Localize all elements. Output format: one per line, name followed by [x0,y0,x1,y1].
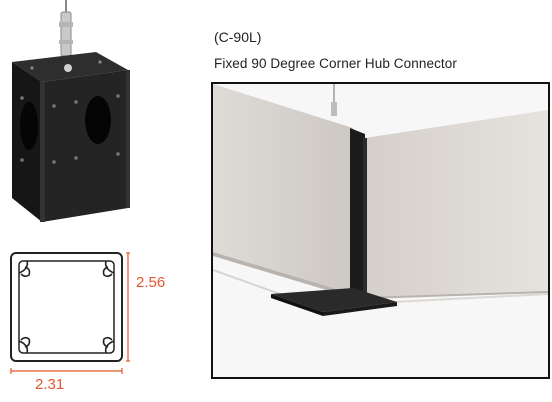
extrusion-profile-drawing [10,252,130,374]
corner-scene [213,84,548,377]
width-dimension-label: 2.31 [35,376,65,393]
corner-installation-render [211,82,550,379]
hub-connector-photo [12,0,130,222]
model-code: (C-90L) [214,29,262,45]
height-dimension-label: 2.56 [136,274,166,291]
product-name: Fixed 90 Degree Corner Hub Connector [214,56,457,71]
